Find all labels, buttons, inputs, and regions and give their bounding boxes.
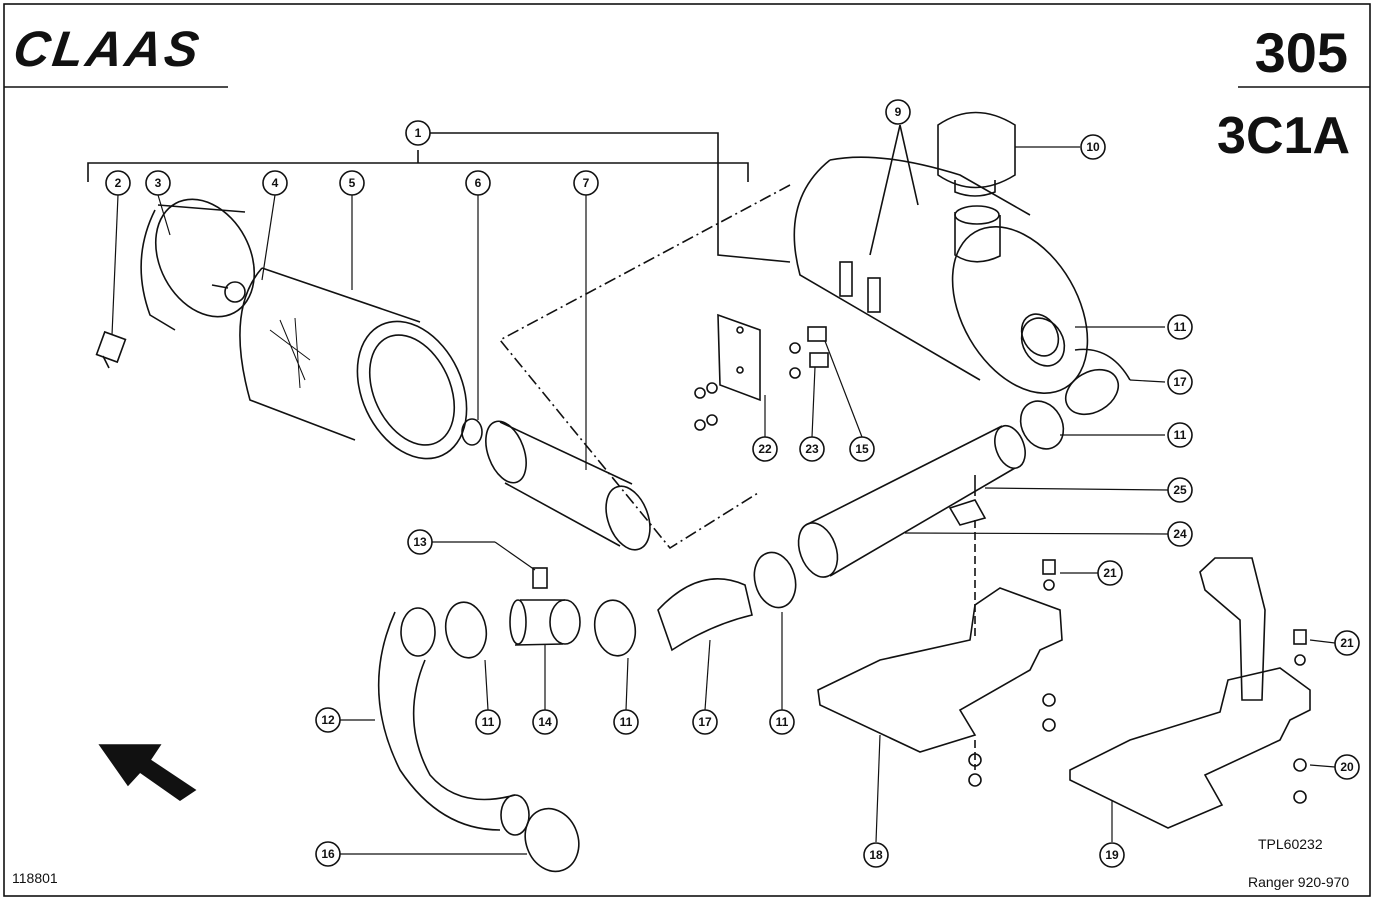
direction-arrow-icon xyxy=(98,744,197,801)
svg-text:17: 17 xyxy=(1173,375,1187,389)
svg-text:11: 11 xyxy=(1174,428,1187,442)
svg-text:16: 16 xyxy=(321,847,335,861)
svg-text:7: 7 xyxy=(583,176,590,190)
housing-bracket xyxy=(839,261,853,297)
svg-text:18: 18 xyxy=(869,848,883,862)
svg-text:11: 11 xyxy=(482,715,495,729)
svg-text:6: 6 xyxy=(475,176,482,190)
callout-11: 11 xyxy=(613,709,639,735)
mounting-plate-18 xyxy=(817,520,1063,770)
filter-housing-part xyxy=(793,124,1089,394)
adapter-pipe-part xyxy=(509,567,581,646)
callouts: 1 2 3 4 5 6 7 9 10 11 11 11 11 11 11 12 … xyxy=(0,0,1360,868)
callout-10: 10 xyxy=(1080,134,1106,160)
svg-text:4: 4 xyxy=(272,176,279,190)
callout-4: 4 xyxy=(262,170,288,196)
callout-22: 22 xyxy=(752,436,778,462)
dust-valve-part xyxy=(95,330,127,369)
mounting-bracket-part xyxy=(694,313,829,431)
callout-16: 16 xyxy=(315,841,341,867)
callout-17: 17 xyxy=(692,709,718,735)
nut-part xyxy=(461,418,483,446)
callout-6: 6 xyxy=(465,170,491,196)
callout-9: 9 xyxy=(885,99,911,125)
fastener-stack xyxy=(968,559,1307,804)
svg-text:15: 15 xyxy=(855,442,869,456)
callout-11: 11 xyxy=(475,709,501,735)
svg-text:24: 24 xyxy=(1173,527,1187,541)
callout-17: 17 xyxy=(1167,369,1193,395)
model-range: Ranger 920-970 xyxy=(1248,874,1350,890)
precleaner-cap-part xyxy=(937,111,1016,197)
svg-text:25: 25 xyxy=(1173,483,1187,497)
callout-20: 20 xyxy=(1334,754,1360,780)
sheet-border xyxy=(3,3,1371,897)
callout-24: 24 xyxy=(1167,521,1193,547)
svg-text:2: 2 xyxy=(115,176,122,190)
assembly-bracket xyxy=(87,132,791,263)
callout-11: 11 xyxy=(769,709,795,735)
callout-11: 11 xyxy=(1167,422,1193,448)
rubber-elbow-lower-part xyxy=(657,578,753,652)
callout-2: 3 xyxy=(145,170,171,196)
svg-text:14: 14 xyxy=(538,715,552,729)
drawing-id: 118801 xyxy=(12,870,58,886)
svg-text:21: 21 xyxy=(1340,636,1354,650)
hose-clamp xyxy=(1019,400,1065,450)
callout-19: 19 xyxy=(1099,842,1125,868)
page-number: 305 xyxy=(1254,21,1348,84)
callout-18: 18 xyxy=(863,842,889,868)
svg-text:21: 21 xyxy=(1103,566,1117,580)
svg-text:5: 5 xyxy=(349,176,356,190)
callout-21: 21 xyxy=(1097,560,1123,586)
svg-text:10: 10 xyxy=(1086,140,1100,154)
svg-text:17: 17 xyxy=(698,715,712,729)
tpl-code: TPL60232 xyxy=(1258,836,1323,852)
hose-clamp xyxy=(1020,317,1066,367)
group-code: 3C1A xyxy=(1217,107,1350,165)
rubber-elbow-upper-part xyxy=(1064,348,1131,416)
hose-clamp xyxy=(753,551,797,609)
svg-text:13: 13 xyxy=(413,535,427,549)
callout-11: 11 xyxy=(1167,314,1193,340)
callout-14: 14 xyxy=(532,709,558,735)
bent-hose-part xyxy=(377,607,530,836)
callout-1: 1 xyxy=(405,120,431,146)
callout-7: 7 xyxy=(573,170,599,196)
svg-text:22: 22 xyxy=(758,442,772,456)
callout-23: 23 xyxy=(799,436,825,462)
hose-clamp xyxy=(444,601,488,659)
svg-text:20: 20 xyxy=(1340,760,1354,774)
callout-15: 15 xyxy=(849,436,875,462)
callout-25: 25 xyxy=(1167,477,1193,503)
svg-text:1: 1 xyxy=(415,126,422,140)
svg-text:23: 23 xyxy=(805,442,819,456)
svg-text:11: 11 xyxy=(776,715,789,729)
main-filter-element-part xyxy=(239,267,468,460)
outer-cap-part xyxy=(140,198,256,331)
callout-13: 13 xyxy=(407,529,433,555)
intake-pipe-part xyxy=(797,424,1026,578)
callout-11: 11 xyxy=(0,0,13,3)
callout-21: 21 xyxy=(1334,630,1360,656)
svg-text:12: 12 xyxy=(321,713,335,727)
svg-text:11: 11 xyxy=(1174,320,1187,334)
callout-5: 5 xyxy=(339,170,365,196)
callout-3: 2 xyxy=(105,170,131,196)
mounting-plate-19 xyxy=(1069,557,1311,829)
insertion-path xyxy=(498,184,791,550)
svg-text:11: 11 xyxy=(620,715,633,729)
safety-element-part xyxy=(485,420,651,551)
hose-clamp xyxy=(593,599,637,657)
leader-lines xyxy=(111,146,1336,855)
wing-nut-part xyxy=(211,281,246,303)
housing-bracket xyxy=(867,277,881,313)
svg-text:9: 9 xyxy=(895,105,902,119)
callout-12: 12 xyxy=(315,707,341,733)
hose-clamp-16 xyxy=(524,807,580,873)
svg-text:19: 19 xyxy=(1105,848,1119,862)
svg-text:3: 3 xyxy=(155,176,162,190)
